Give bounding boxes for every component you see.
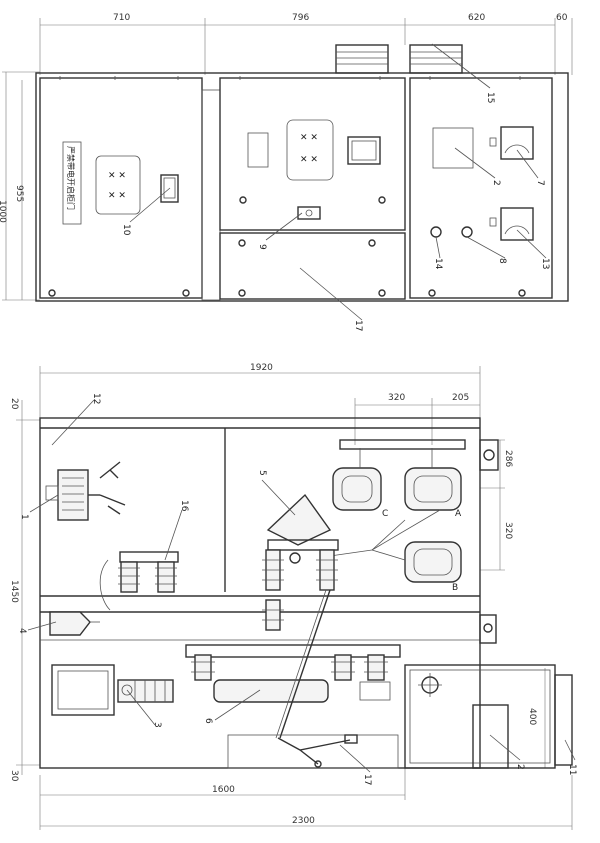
right-door: [409, 76, 553, 299]
callout-16: 16: [179, 500, 189, 512]
side-dims-bottom: 1600 2300: [39, 768, 573, 830]
middle-lower-door: [219, 232, 406, 300]
side-view: 1920 320 205 20 1450 30 286 320 400: [9, 363, 577, 830]
x-mark-4: ✕ ✕: [300, 155, 318, 165]
callout-7: 7: [535, 180, 545, 186]
dim-400: 400: [527, 708, 537, 725]
callout-9: 9: [257, 244, 267, 250]
callout-10: 10: [121, 224, 131, 236]
front-dims-top: 710 796 620 60: [39, 13, 573, 75]
dim-2300: 2300: [292, 816, 315, 826]
busbar-section: C A B: [329, 439, 499, 593]
callout-12: 12: [91, 393, 101, 404]
callout-5: 5: [257, 470, 267, 476]
current-transformer: [45, 461, 126, 521]
callout-8: 8: [497, 258, 507, 264]
callout-4: 4: [17, 628, 27, 634]
callout-6: 6: [203, 718, 213, 724]
cable-compartment: [404, 664, 573, 769]
dim-710: 710: [113, 13, 130, 23]
phase-c: C: [382, 509, 388, 519]
x-mark: ✕ ✕: [108, 171, 126, 181]
door-warning-label: 严禁带电开启柜门: [66, 146, 76, 210]
gap-strip-left: [201, 89, 221, 301]
lower-breaker: [185, 644, 401, 703]
dim-286: 286: [503, 450, 513, 467]
callout-17-front: 17: [353, 320, 363, 331]
side-bushing: [49, 611, 497, 644]
side-dims-left: 20 1450 30: [9, 398, 40, 782]
operating-linkage: [227, 589, 399, 769]
dim-30: 30: [9, 770, 19, 782]
callout-17-side: 17: [362, 774, 372, 785]
dim-320-top: 320: [388, 393, 405, 403]
side-dims-right: 286 320 400: [480, 439, 546, 768]
disconnector: [262, 493, 339, 631]
phase-a: A: [455, 509, 462, 519]
front-dims-left: 1000 955: [0, 71, 40, 301]
callout-3: 3: [152, 722, 162, 728]
top-louver-right: [409, 44, 463, 74]
top-louver-left: [335, 44, 389, 74]
front-frame: [35, 72, 569, 302]
dim-60: 60: [556, 13, 568, 23]
callout-2-side: 2: [515, 764, 525, 770]
front-callouts: 15 10 9 2 7 14 8 13 17: [121, 43, 550, 331]
dim-620: 620: [468, 13, 485, 23]
left-door: ✕ ✕ ✕ ✕ 严禁带电开启柜门: [39, 76, 203, 299]
dim-205: 205: [452, 393, 469, 403]
callout-2: 2: [491, 180, 501, 186]
side-callouts: 12 1 16 5 4 3 6 17 2 11: [17, 393, 577, 785]
callout-14: 14: [433, 258, 443, 270]
callout-13: 13: [540, 258, 550, 269]
x-mark-3: ✕ ✕: [300, 133, 318, 143]
callout-15: 15: [485, 92, 495, 103]
insulator-stack: [99, 551, 179, 611]
side-dims-top: 1920 320 205: [39, 363, 481, 445]
dim-1000: 1000: [0, 200, 7, 223]
x-mark-2: ✕ ✕: [108, 191, 126, 201]
dim-1450: 1450: [9, 580, 19, 603]
dim-320-right: 320: [503, 522, 513, 539]
dim-20: 20: [9, 398, 19, 410]
front-view: 710 796 620 60 1000 955: [0, 13, 573, 331]
dim-796: 796: [292, 13, 309, 23]
middle-door: ✕ ✕ ✕ ✕: [219, 76, 406, 231]
dim-955: 955: [14, 185, 24, 202]
callout-11: 11: [567, 764, 577, 775]
dim-1600: 1600: [212, 785, 235, 795]
voltage-transformer: [51, 664, 174, 716]
dim-1920: 1920: [250, 363, 273, 373]
callout-1: 1: [19, 514, 29, 520]
phase-b: B: [452, 583, 458, 593]
